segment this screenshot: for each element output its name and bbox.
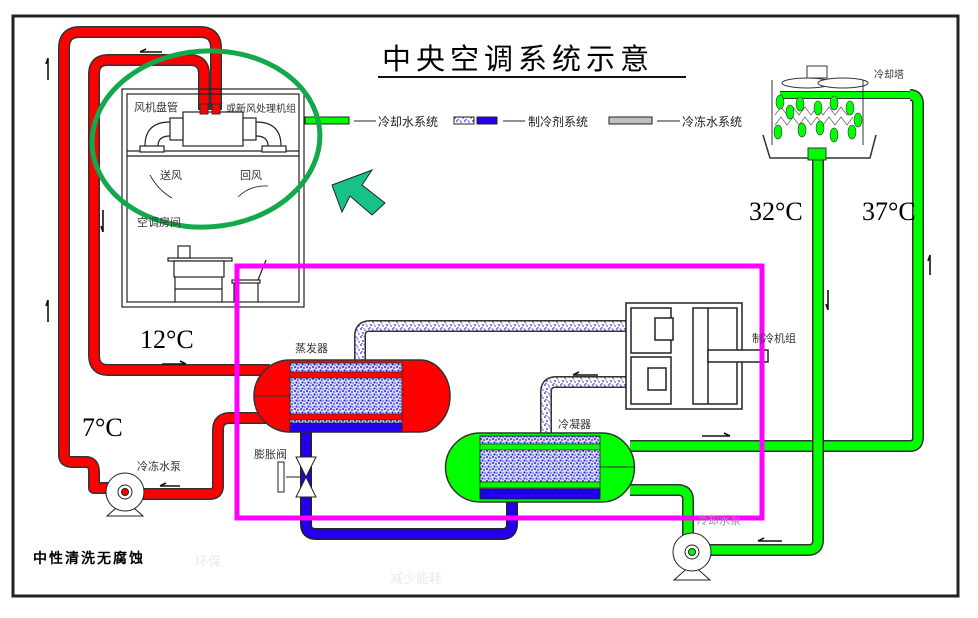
expansion-valve (277, 456, 317, 498)
refrigerant-loop (300, 320, 628, 540)
legend-swatch-refrigerant-gas (453, 116, 475, 125)
temp-chilled-supply: 7°C (82, 413, 123, 442)
label-expansion-valve: 膨胀阀 (254, 448, 287, 461)
legend-label-cooling-water: 冷却水系统 (378, 115, 439, 129)
chilled-water-loop (58, 26, 270, 500)
label-fan-coil: 风机盘管 (134, 101, 178, 114)
chiller-unit (625, 302, 769, 410)
label-chilled-water-pump: 冷冻水泵 (137, 460, 181, 473)
temp-cooling-return: 37°C (862, 197, 916, 226)
label-cooling-water-pump: 冷却水泵 (697, 514, 741, 527)
diagram-frame (11, 14, 960, 598)
label-supply-air: 送风 (160, 169, 182, 182)
evaporator (253, 359, 451, 433)
label-chiller: 制冷机组 (752, 332, 796, 345)
page-title: 中央空调系统示意 (382, 42, 655, 76)
legend-label-refrigerant: 制冷剂系统 (528, 115, 589, 129)
highlight-box (234, 263, 765, 521)
legend-swatch-refrigerant (476, 116, 498, 125)
label-air-handler: 或新风处理机组 (226, 104, 296, 115)
label-condenser: 冷凝器 (558, 418, 591, 431)
ac-room (121, 88, 305, 308)
legend-swatch-cooling-water (304, 116, 350, 125)
cooling-water-pump (672, 532, 712, 581)
cooling-water-loop (630, 89, 924, 556)
label-ac-room: 空调房间 (137, 216, 181, 229)
footer-faint-2: 减少能耗 (390, 572, 443, 587)
highlight-ellipse (89, 48, 323, 230)
chilled-water-pump (105, 472, 145, 517)
temp-cooling-supply: 32°C (749, 197, 803, 226)
footer-slogan: 中性清洗无腐蚀 (33, 551, 145, 567)
legend (304, 116, 680, 125)
label-cooling-tower: 冷却塔 (874, 70, 904, 81)
legend-label-chilled-water: 冷冻水系统 (682, 115, 743, 129)
cooling-tower (762, 65, 877, 161)
highlight-arrow-icon (331, 168, 386, 216)
label-evaporator: 蒸发器 (295, 342, 328, 355)
legend-swatch-chilled-water (608, 116, 653, 125)
condenser (444, 432, 636, 503)
temp-chilled-return: 12°C (140, 325, 194, 354)
label-return-air: 回风 (240, 169, 262, 182)
footer-faint-1: 环保 (195, 555, 222, 570)
